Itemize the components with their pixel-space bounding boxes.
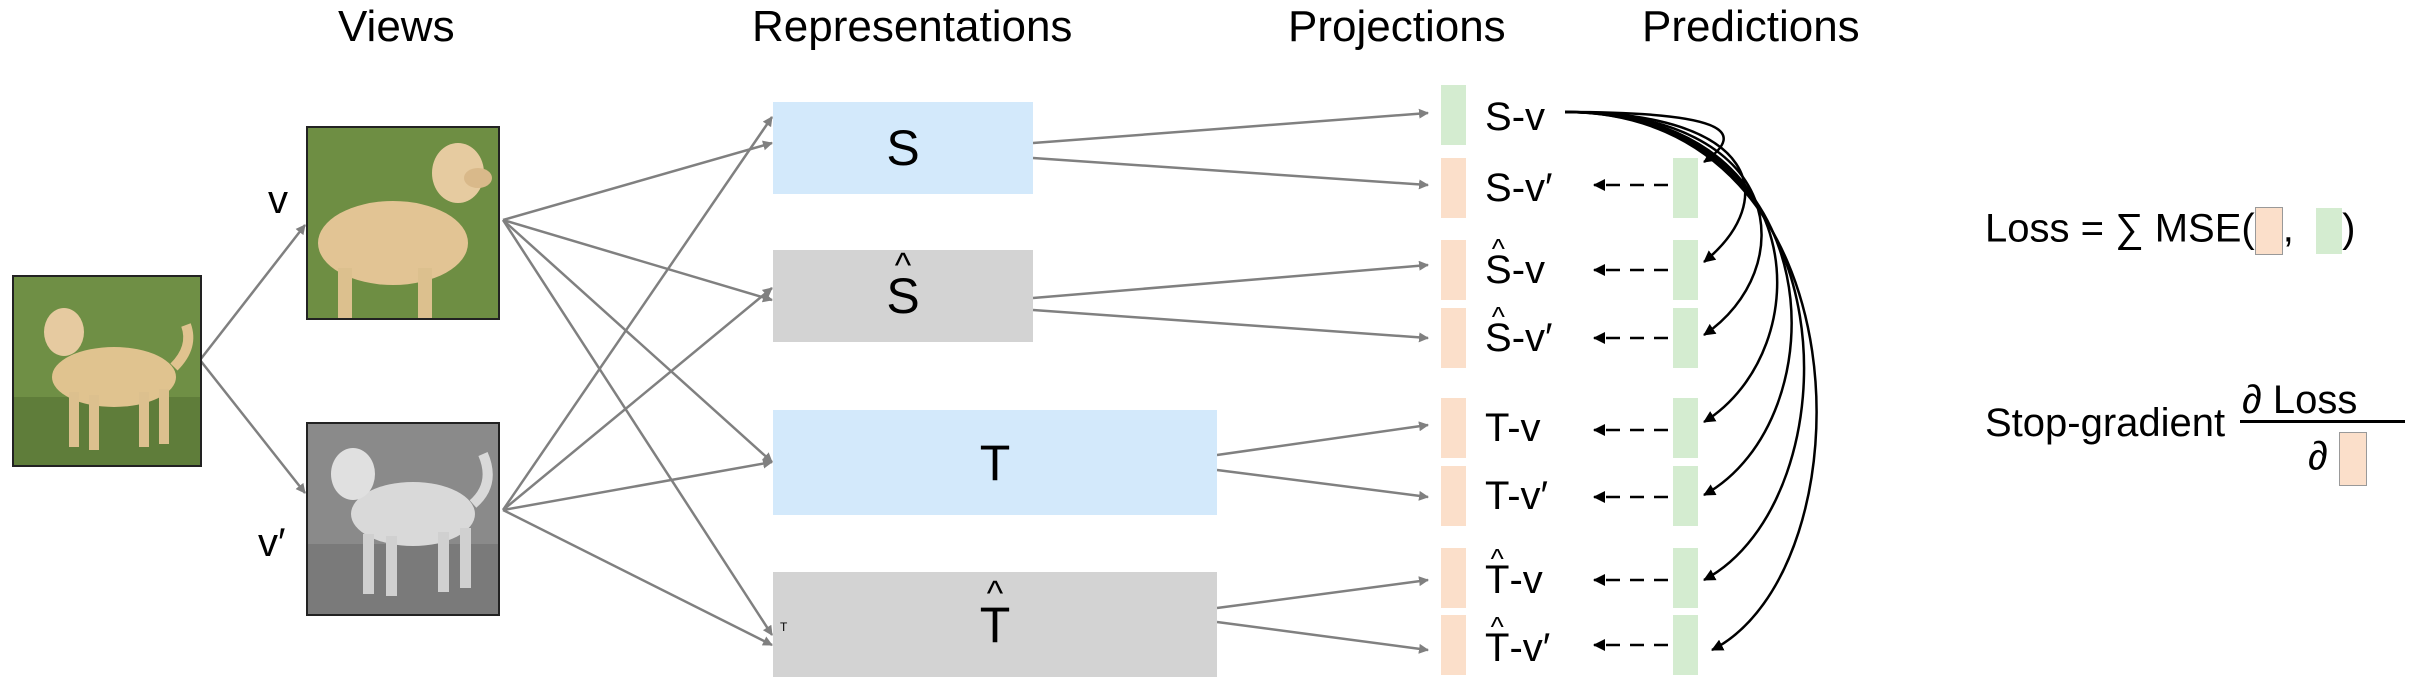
small-mark: T <box>780 620 788 634</box>
projection-bar-t-hat-v <box>1441 548 1466 608</box>
prediction-bar <box>1673 466 1698 526</box>
stop-gradient-label: Stop-gradient <box>1985 401 2226 445</box>
projection-bar-s-v <box>1441 85 1466 145</box>
projection-swatch <box>2338 432 2367 486</box>
projection-label: T-v <box>1485 560 1543 600</box>
projection-swatch <box>2254 207 2283 255</box>
curved-arrows <box>1564 110 1818 652</box>
prediction-bar <box>1673 548 1698 608</box>
rep-box-s-hat: S <box>773 250 1033 342</box>
projection-bar-s-hat-v-prime <box>1441 308 1466 368</box>
dog-photo-icon <box>12 275 202 467</box>
rep-box-t-hat: T <box>773 572 1217 677</box>
view-label-v-prime: v′ <box>258 521 286 565</box>
rep-label-s: S <box>886 120 920 176</box>
prediction-bar <box>1673 398 1698 458</box>
prediction-bar <box>1673 240 1698 300</box>
projection-label: S-v <box>1485 250 1545 290</box>
rep-label-s-hat: S <box>886 267 919 325</box>
projection-label: T-v′ <box>1485 628 1550 668</box>
projection-label: S-v <box>1485 95 1546 139</box>
projection-bar-s-hat-v <box>1441 240 1466 300</box>
projection-bar-t-v <box>1441 398 1466 458</box>
rep-label-t: T <box>979 434 1011 491</box>
prediction-swatch <box>2316 208 2343 254</box>
header-views: Views <box>338 2 455 51</box>
rep-box-s: S <box>773 102 1033 194</box>
stop-gradient-numerator: ∂ Loss <box>2242 378 2358 422</box>
projection-label: T-v <box>1485 406 1541 450</box>
rep-box-t: T <box>773 410 1217 515</box>
prediction-bar <box>1673 615 1698 675</box>
projection-label: S-v′ <box>1485 166 1553 210</box>
projection-bar-s-v-prime <box>1441 158 1466 218</box>
prediction-bar <box>1673 308 1698 368</box>
projection-label: T-v′ <box>1485 474 1549 518</box>
gray-arrows <box>199 108 1429 654</box>
stop-gradient-denominator: ∂ <box>2308 432 2367 486</box>
loss-formula: Loss = ∑ MSE(, ) <box>1985 207 2355 255</box>
loss-prefix: Loss = ∑ MSE( <box>1985 206 2255 251</box>
projection-bar-t-v-prime <box>1441 466 1466 526</box>
view-label-v: v <box>268 178 288 222</box>
header-projections: Projections <box>1288 2 1506 51</box>
dashed-arrows <box>1593 179 1668 651</box>
fraction-line <box>2240 420 2405 423</box>
loss-suffix: ) <box>2342 206 2356 251</box>
header-representations: Representations <box>752 2 1073 51</box>
dog-grayscale-photo-icon <box>306 422 500 616</box>
loss-comma: , <box>2282 206 2294 251</box>
dog-photo-icon <box>306 126 500 320</box>
prediction-bar <box>1673 158 1698 218</box>
projection-label: S-v′ <box>1485 318 1553 358</box>
rep-label-t-hat: T <box>980 596 1011 654</box>
header-predictions: Predictions <box>1642 2 1860 51</box>
projection-bar-t-hat-v-prime <box>1441 615 1466 675</box>
